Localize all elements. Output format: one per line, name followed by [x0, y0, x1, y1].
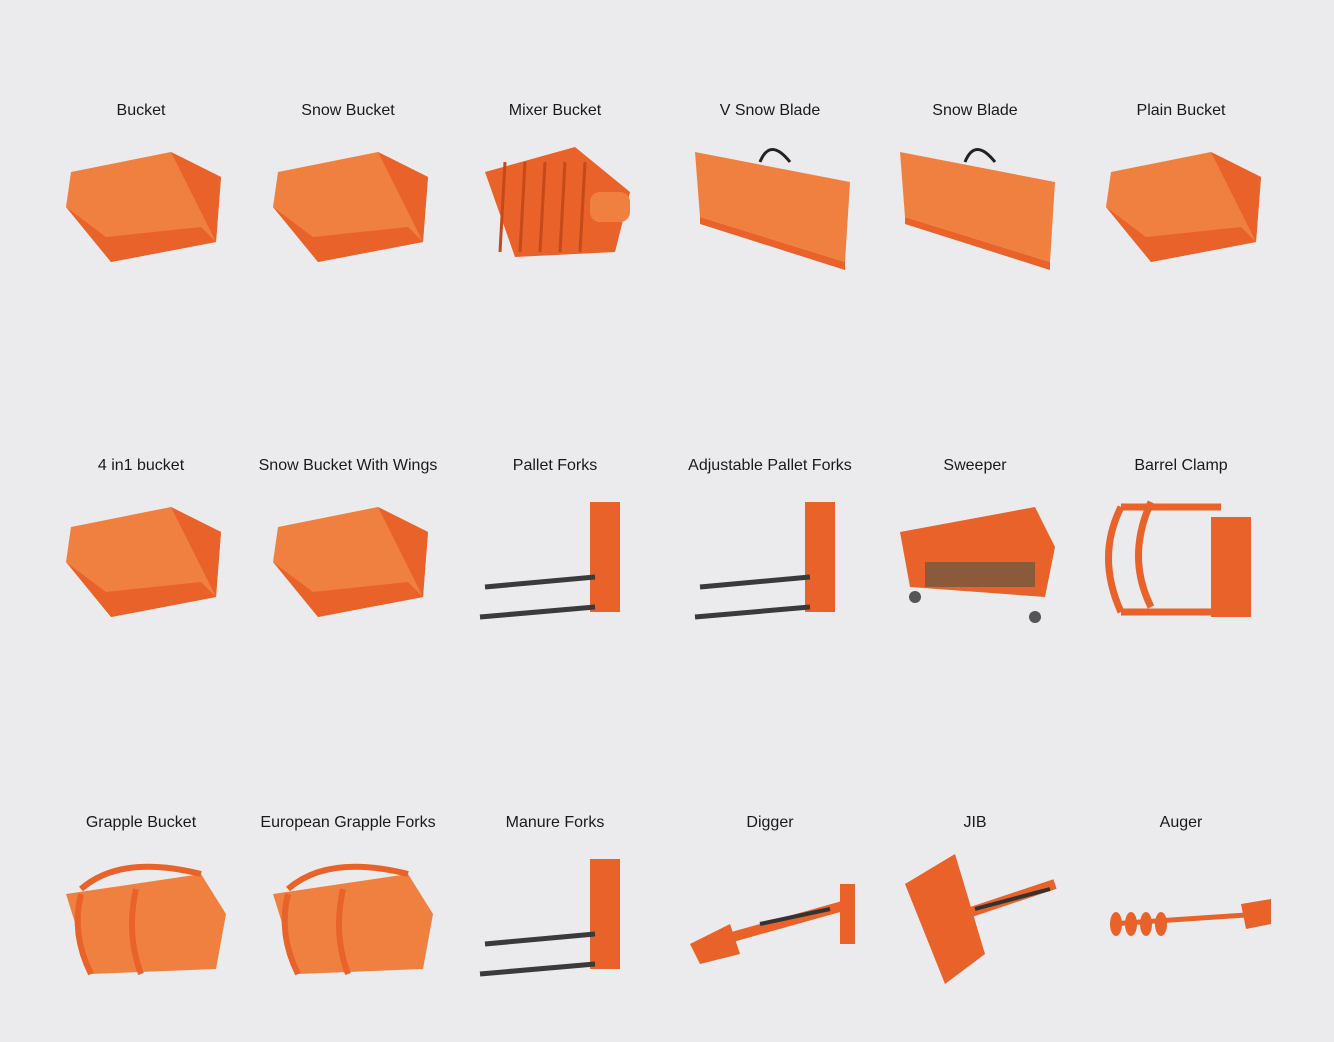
- forks-icon: [479, 502, 620, 620]
- forks-icon: [479, 859, 620, 977]
- attachment-label: Snow Bucket: [301, 102, 395, 119]
- attachment-label: European Grapple Forks: [260, 814, 436, 831]
- attachment-label: Bucket: [116, 102, 166, 119]
- attachment-label: Auger: [1159, 814, 1203, 831]
- attachment-label: Adjustable Pallet Forks: [688, 457, 852, 474]
- attachment-item: Pallet Forks: [455, 457, 655, 657]
- attachment-label: 4 in1 bucket: [97, 457, 185, 474]
- grapple-icon: [66, 863, 226, 976]
- attachment-item: Barrel Clamp: [1081, 457, 1281, 657]
- attachment-item: JIB: [875, 814, 1075, 1014]
- jib-icon: [905, 854, 1057, 984]
- attachment-item: Bucket: [41, 102, 241, 302]
- bucket-icon: [273, 507, 428, 617]
- attachment-item: Snow Bucket: [248, 102, 448, 302]
- sweeper-icon: [900, 507, 1055, 623]
- attachment-item: Snow Blade: [875, 102, 1075, 302]
- attachment-label: Mixer Bucket: [508, 102, 602, 119]
- attachment-item: Sweeper: [875, 457, 1075, 657]
- attachment-item: Plain Bucket: [1081, 102, 1281, 302]
- clamp-icon: [1105, 500, 1251, 617]
- attachment-label: Manure Forks: [505, 814, 605, 831]
- attachment-item: 4 in1 bucket: [41, 457, 241, 657]
- attachment-item: Auger: [1081, 814, 1281, 1014]
- attachment-label: V Snow Blade: [719, 102, 821, 119]
- attachment-item: Digger: [670, 814, 870, 1014]
- attachment-label: JIB: [963, 814, 987, 831]
- attachment-item: Snow Bucket With Wings: [248, 457, 448, 657]
- attachment-label: Snow Bucket With Wings: [258, 457, 438, 474]
- attachment-label: Plain Bucket: [1136, 102, 1226, 119]
- bucket-icon: [1106, 152, 1261, 262]
- bucket-icon: [66, 152, 221, 262]
- digger-icon: [690, 884, 855, 964]
- bucket-icon: [273, 152, 428, 262]
- attachment-item: Mixer Bucket: [455, 102, 655, 302]
- attachment-item: Grapple Bucket: [41, 814, 241, 1014]
- forks-icon: [694, 502, 835, 620]
- blade-icon: [695, 148, 850, 270]
- attachment-label: Barrel Clamp: [1134, 457, 1228, 474]
- attachment-item: European Grapple Forks: [248, 814, 448, 1014]
- attachment-label: Grapple Bucket: [85, 814, 197, 831]
- mixer-bucket-icon: [485, 147, 630, 257]
- attachment-label: Sweeper: [943, 457, 1007, 474]
- blade-icon: [900, 148, 1055, 270]
- bucket-icon: [66, 507, 221, 617]
- attachment-label: Digger: [746, 814, 794, 831]
- grapple-icon: [273, 863, 433, 976]
- attachment-item: V Snow Blade: [670, 102, 870, 302]
- auger-icon: [1110, 899, 1271, 936]
- attachment-item: Manure Forks: [455, 814, 655, 1014]
- attachment-item: Adjustable Pallet Forks: [670, 457, 870, 657]
- attachment-label: Snow Blade: [932, 102, 1018, 119]
- attachment-label: Pallet Forks: [512, 457, 598, 474]
